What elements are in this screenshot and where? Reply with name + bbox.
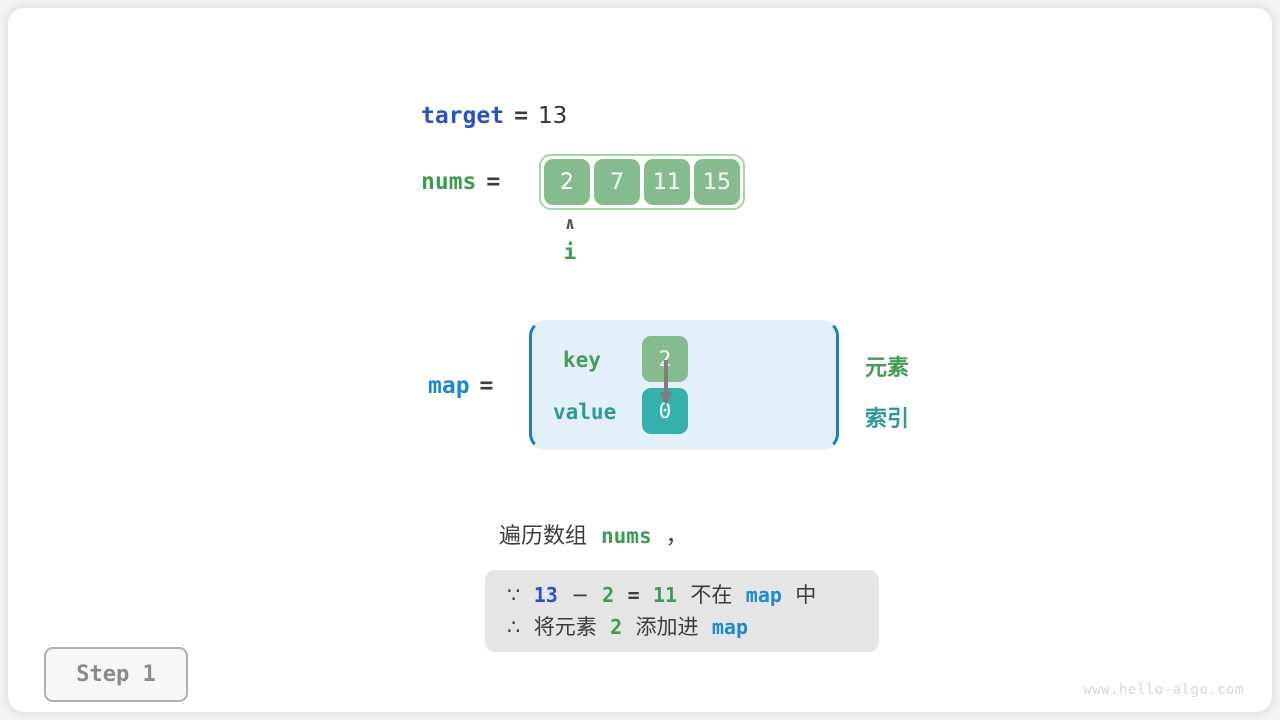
map-variable-name: map — [428, 373, 470, 399]
nums-array: 2 7 11 15 — [539, 154, 745, 210]
caption-variable-nums: nums — [601, 524, 652, 548]
map-key-label: key — [563, 348, 601, 372]
nums-row-label: nums = — [421, 166, 500, 198]
watermark: www.hello-algo.com — [1083, 682, 1244, 698]
note2-value: 2 — [610, 615, 623, 639]
array-cell: 15 — [694, 159, 740, 205]
explanation-line-1: ∵ 13 − 2 = 11 不在 map 中 — [507, 579, 857, 611]
explanation-line-2: ∴ 将元素 2 添加进 map — [507, 611, 857, 643]
map-row-label: map = — [428, 370, 493, 402]
target-variable-name: target — [421, 103, 505, 129]
index-pointer-label: i — [563, 240, 577, 264]
note1-result: 11 — [652, 583, 678, 607]
array-cell: 7 — [594, 159, 640, 205]
target-equals-sign: = — [514, 103, 528, 129]
array-cell: 2 — [544, 159, 590, 205]
nums-variable-name: nums — [421, 169, 477, 195]
note2-text-start: 将元素 — [533, 615, 597, 639]
target-row: target = 13 — [421, 100, 567, 132]
step-badge: Step 1 — [44, 647, 188, 702]
note1-variable-map: map — [745, 583, 782, 607]
nums-equals-sign: = — [486, 169, 501, 195]
caption-prefix: 遍历数组 — [499, 524, 588, 549]
note1-target-value: 13 — [533, 583, 558, 607]
therefore-symbol-icon: ∴ — [507, 615, 521, 639]
side-label-index: 索引 — [865, 407, 910, 432]
illustration-card: target = 13 nums = 2 7 11 15 ∧ i map = key v… — [8, 8, 1272, 712]
caption-text: 遍历数组 nums ， — [499, 520, 688, 553]
map-value-cell: 0 — [642, 388, 688, 434]
map-value-label: value — [553, 400, 617, 424]
map-equals-sign: = — [479, 373, 494, 399]
note2-text-mid: 添加进 — [635, 615, 699, 639]
note1-text-mid: 不在 — [690, 583, 733, 607]
caption-suffix: ， — [665, 524, 688, 549]
explanation-box: ∵ 13 − 2 = 11 不在 map 中 ∴ 将元素 2 添加进 map — [485, 570, 879, 652]
note1-equals-sign: = — [627, 583, 640, 607]
array-cell: 11 — [644, 159, 690, 205]
side-label-element: 元素 — [865, 356, 910, 381]
note2-variable-map: map — [711, 615, 748, 639]
target-value: 13 — [537, 103, 568, 129]
key-to-value-arrow-icon — [660, 360, 672, 406]
index-pointer-caret-icon: ∧ — [564, 214, 576, 234]
note1-text-end: 中 — [795, 583, 817, 607]
because-symbol-icon: ∵ — [507, 583, 521, 607]
note1-operand: 2 — [602, 583, 615, 607]
note1-minus-sign: − — [571, 583, 589, 607]
